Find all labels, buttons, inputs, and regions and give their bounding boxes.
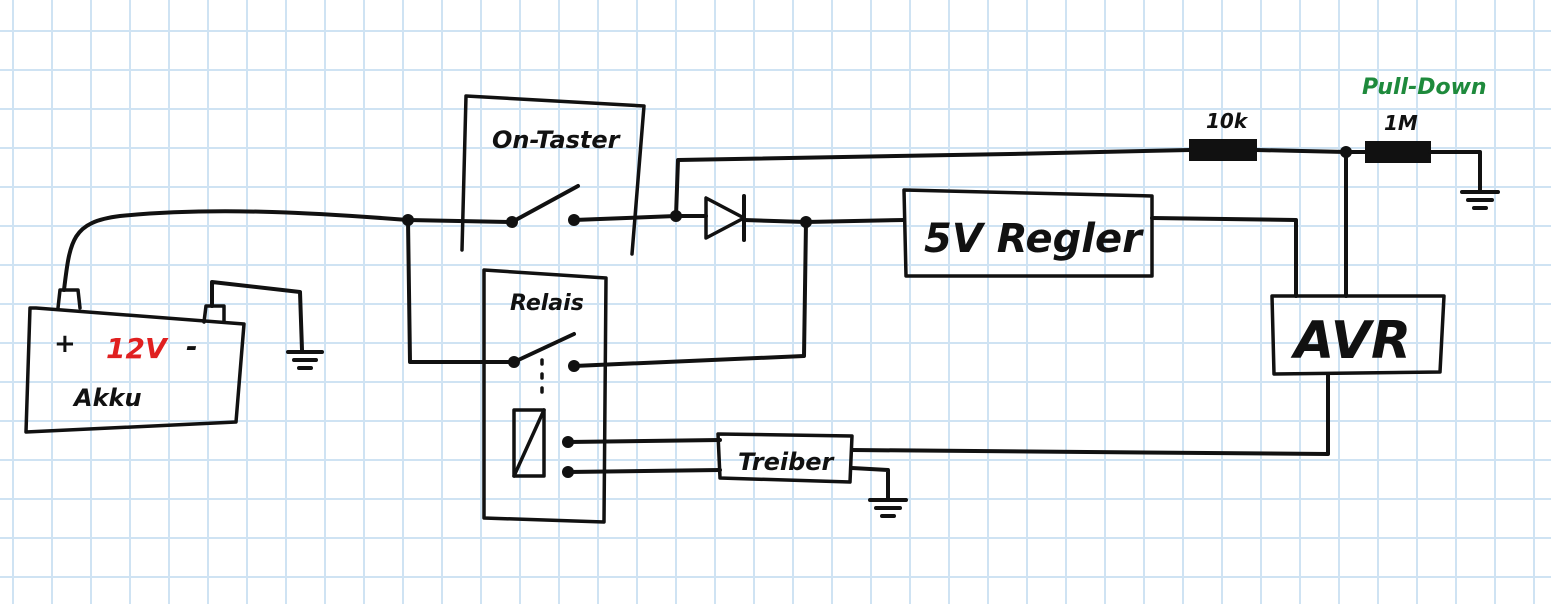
battery-name-label: Akku [72,384,142,412]
battery-body [24,306,246,434]
regulator-output-wire [1150,216,1298,298]
regulator-block: 5V Regler [902,188,1154,278]
avr-block: AVR [1270,294,1446,376]
resistor-link-wire [1254,148,1348,154]
driver-block: Treiber [716,432,854,484]
on-switch-box [460,94,646,256]
pulldown-note-label: Pull-Down [1362,75,1487,100]
battery: + 12V - Akku [24,288,246,434]
relay-return-wire [572,220,808,368]
avr-sense-wire [674,148,1192,218]
coil-driver-wire [566,438,722,444]
relay-feed-wire [406,218,516,364]
driver-box [716,432,854,484]
relay-box [482,268,608,524]
ground-icon [868,498,908,518]
on-switch-label: On-Taster [492,126,622,154]
ground-icon [286,350,324,370]
avr-driver-wire [850,372,1330,456]
battery-plus-sign: + [54,329,76,359]
relay-contact-icon [568,360,580,372]
relay-block: Relais [482,268,608,524]
regulator-label: 5V Regler [924,216,1144,262]
battery-ground-wire [210,280,304,352]
switch-blade-icon [510,184,580,224]
on-switch-block: On-Taster [460,94,646,256]
regulator-box [902,188,1154,278]
relay-blade-icon [512,332,576,364]
relay-coil-icon [512,408,546,478]
driver-ground-wire [850,466,890,500]
ground-icon [1460,190,1500,210]
avr-label: AVR [1290,311,1411,371]
driver-label: Treiber [738,448,836,476]
battery-voltage-label: 12V [106,332,169,365]
coil-driver-wire [566,468,722,474]
battery-positive-wire [62,209,514,292]
resistor-1m-label: 1M [1384,111,1418,135]
battery-plus-terminal [56,288,82,310]
avr-box [1270,294,1446,376]
regulator-input-wire [804,218,906,224]
battery-minus-sign: - [186,330,198,363]
pulldown-ground-wire [1428,150,1482,192]
resistor-10k-icon [1189,139,1257,161]
switch-output-wire [572,214,678,222]
diode-icon [674,194,808,242]
relay-label: Relais [510,291,584,316]
resistor-1m-icon [1365,141,1431,163]
resistor-10k-label: 10k [1206,109,1249,133]
battery-minus-terminal [202,304,226,324]
